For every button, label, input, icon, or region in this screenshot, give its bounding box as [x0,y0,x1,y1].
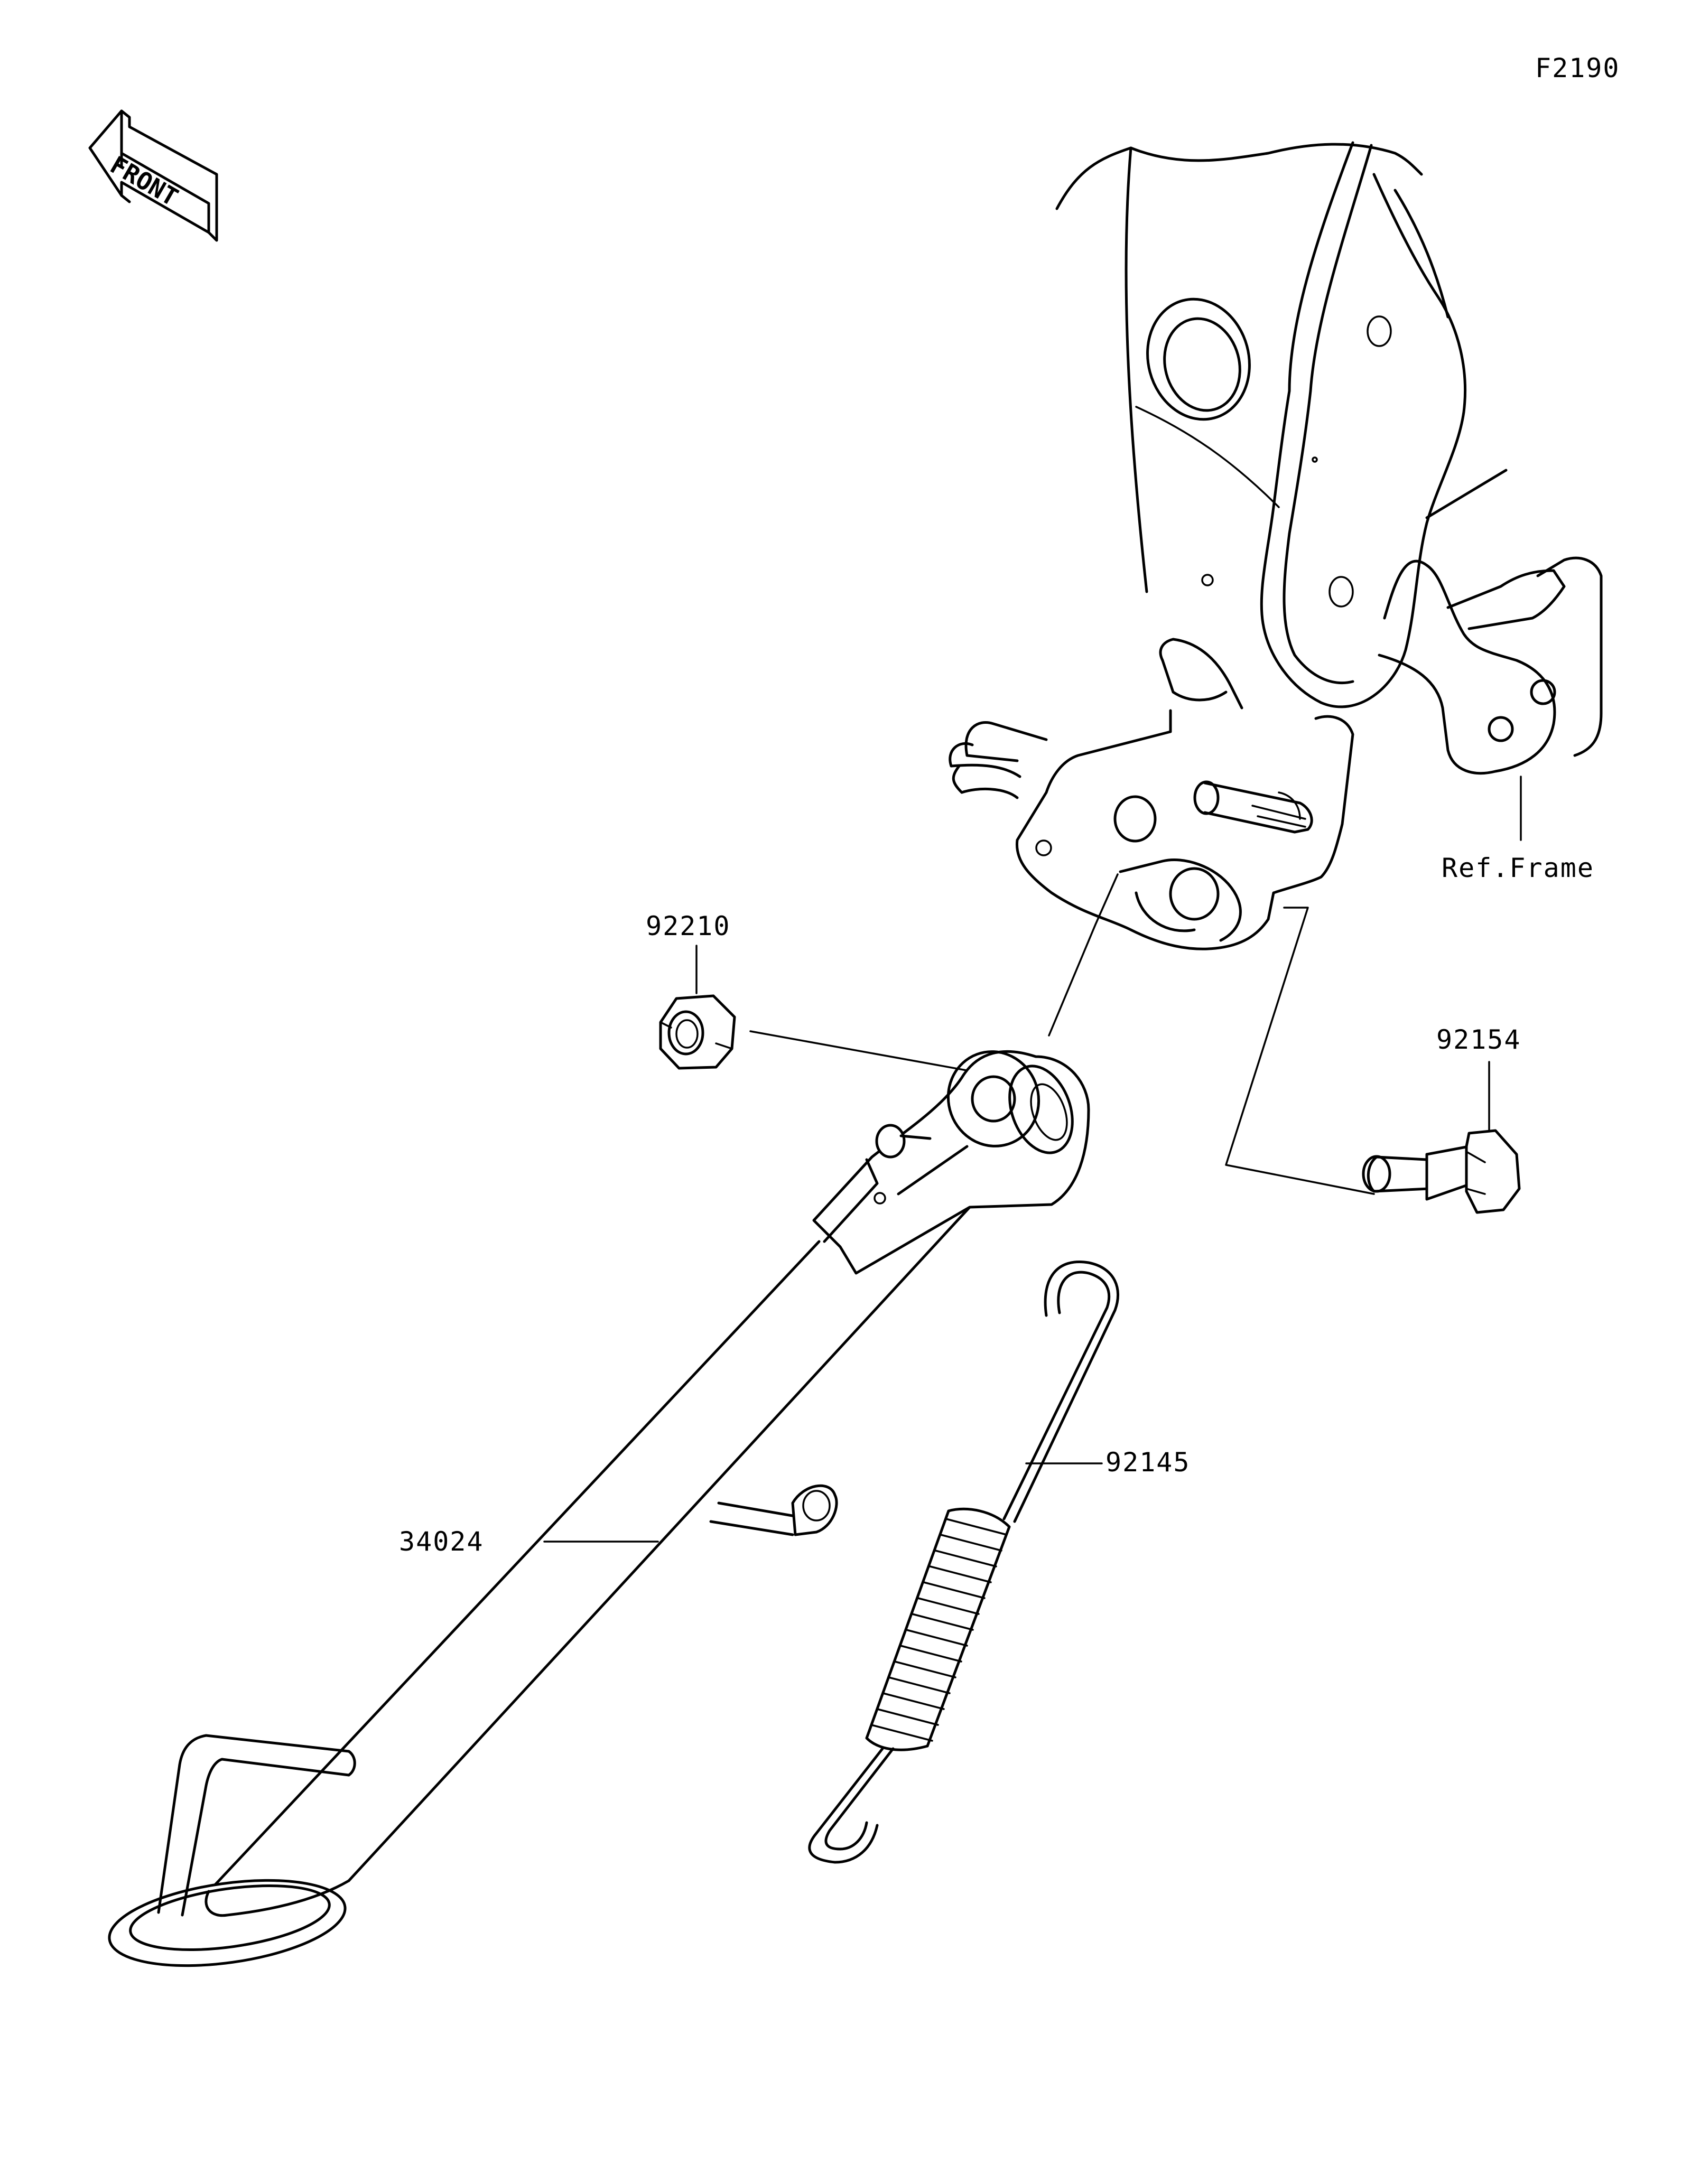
spring-label: 92145 [1105,1447,1191,1478]
side-stand-34024 [108,1050,1090,1967]
figure-code: F2190 [1535,53,1620,83]
bolt-92154 [1362,1129,1521,1214]
bolt-label: 92154 [1436,1024,1521,1055]
ref-frame-callout: Ref.Frame [1442,776,1594,883]
stand-label: 34024 [399,1526,484,1557]
bolt-leader [1225,907,1375,1195]
spring-92145 [808,1261,1120,1864]
spring-coils [870,1518,1008,1742]
pivot-leader [1048,873,1119,1037]
nut-92210 [659,994,736,1070]
front-arrow-icon: FRONT [88,109,218,242]
front-label: FRONT [106,151,183,212]
nut-leader [749,1030,973,1072]
nut-label: 92210 [646,911,731,941]
frame-reference [949,141,1603,950]
ref-frame-label: Ref.Frame [1442,853,1594,883]
